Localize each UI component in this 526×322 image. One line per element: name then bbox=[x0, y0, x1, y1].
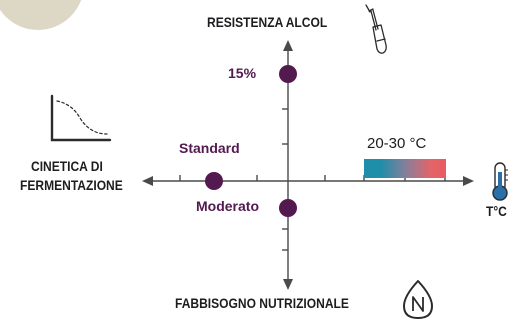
temperature-range-bar bbox=[364, 159, 446, 178]
axis-title-top: RESISTENZA ALCOL bbox=[207, 14, 328, 30]
axis-title-bottom: FABBISOGNO NUTRIZIONALE bbox=[175, 295, 349, 311]
kinetics-point bbox=[205, 172, 223, 190]
nutrition-point bbox=[279, 199, 297, 217]
vertical-ticks bbox=[282, 73, 288, 251]
nutrition-value-label: Moderato bbox=[196, 198, 259, 214]
vertical-axis-arrow-bottom bbox=[283, 279, 293, 290]
fermentation-curve-icon bbox=[50, 94, 112, 142]
axis-title-right: T°C bbox=[486, 203, 507, 219]
alcohol-value-label: 15% bbox=[228, 65, 257, 81]
horizontal-axis-arrow-right bbox=[463, 176, 474, 186]
thermometer-icon bbox=[492, 162, 508, 201]
nitrogen-drop-icon bbox=[403, 280, 433, 319]
kinetics-value-label: Standard bbox=[179, 140, 240, 156]
axis-title-left-line1: CINETICA DI bbox=[31, 158, 103, 174]
vertical-axis-arrow-top bbox=[283, 40, 293, 51]
horizontal-axis-arrow-left bbox=[142, 176, 153, 186]
alcohol-point bbox=[279, 65, 297, 83]
axis-title-left-line2: FERMENTAZIONE bbox=[20, 177, 123, 193]
pipette-icon bbox=[365, 4, 387, 54]
temperature-range-label: 20-30 °C bbox=[367, 135, 427, 152]
